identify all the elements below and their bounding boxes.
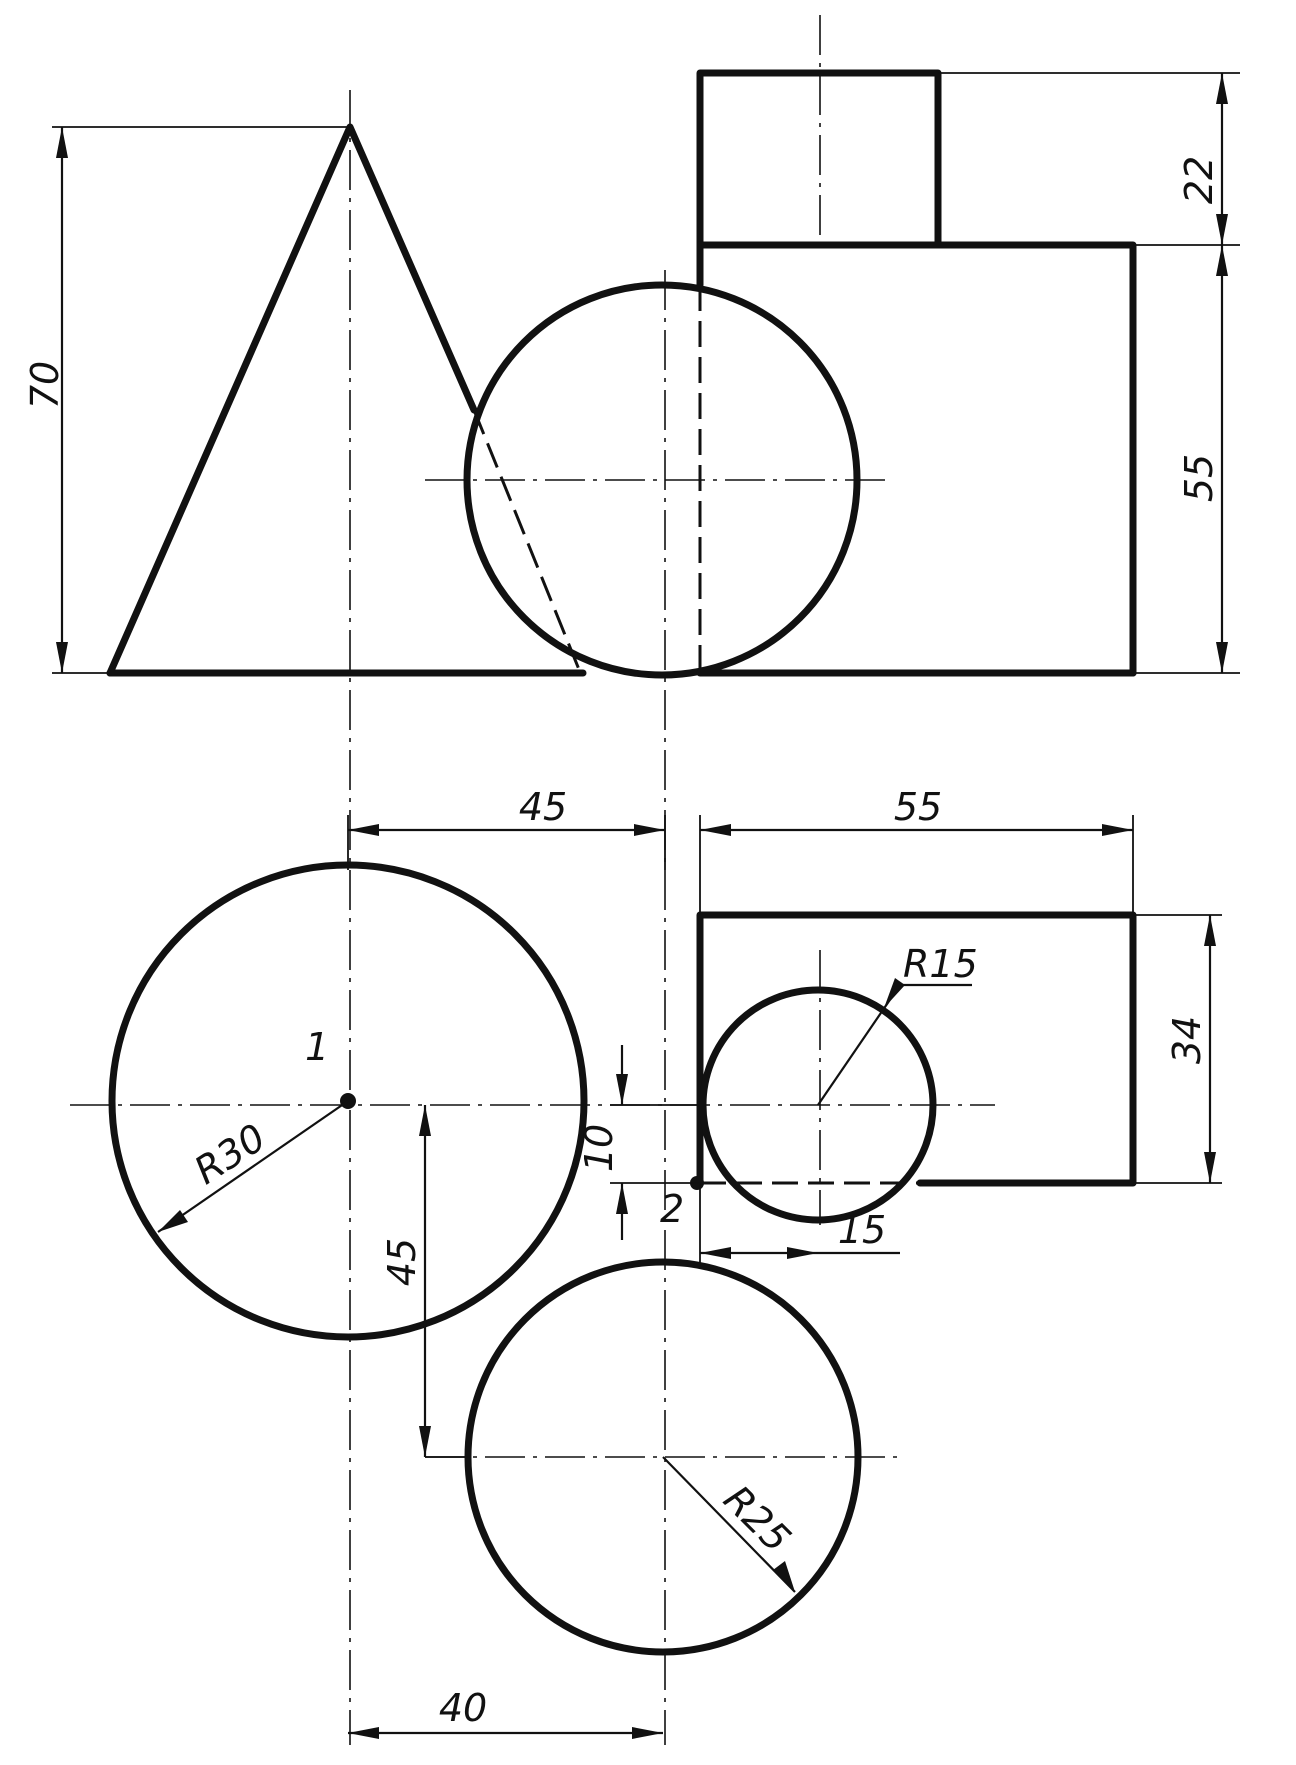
box-lower-block <box>696 241 1137 677</box>
dim-r30-leader <box>157 1100 349 1233</box>
point-1-label: 1 <box>305 1025 329 1069</box>
dim-10-arrow-top <box>616 1074 628 1105</box>
dim-40-arrow-right <box>632 1727 663 1739</box>
plan-view: 1 R30 R15 2 45 55 <box>70 785 1222 1739</box>
dim-70-arrow-top <box>56 127 68 158</box>
dim-55h-arrow-right <box>1102 824 1133 836</box>
cone-hidden-edge <box>472 409 582 673</box>
dim-22-arrow-top <box>1216 73 1228 104</box>
dim-55v-arrow-bottom <box>1216 642 1228 673</box>
dim-10-label: 10 <box>577 1124 621 1172</box>
dim-r25-arrow <box>773 1561 795 1592</box>
point-2-label: 2 <box>660 1187 684 1231</box>
dim-40-arrow-left <box>348 1727 379 1739</box>
dim-45h-arrow-left <box>348 824 379 836</box>
dim-10-arrow-bottom <box>616 1183 628 1214</box>
dim-15-label: 15 <box>838 1208 886 1252</box>
dim-55v-arrow-top <box>1216 245 1228 276</box>
dim-55h-arrow-left <box>700 824 731 836</box>
dim-r15-label: R15 <box>903 942 978 986</box>
dim-55v-label: 55 <box>1177 454 1221 502</box>
dim-15-arrow-left <box>700 1247 731 1259</box>
dim-45h-arrow-right <box>634 824 665 836</box>
dim-34-arrow-top <box>1204 915 1216 946</box>
dim-34-label: 34 <box>1165 1016 1209 1064</box>
dim-r15-arrow <box>884 978 905 1008</box>
box-upper-block <box>696 69 942 249</box>
dim-15-arrow-right <box>787 1247 818 1259</box>
dim-45v-label: 45 <box>380 1238 424 1286</box>
dim-34-arrow-bottom <box>1204 1152 1216 1183</box>
dim-45h-label: 45 <box>519 785 567 829</box>
dim-r30-arrow <box>158 1210 188 1232</box>
cone-outline <box>106 123 478 677</box>
dim-r25-label: R25 <box>715 1477 799 1561</box>
dim-45v-arrow-top <box>419 1105 431 1136</box>
dim-r25-leader <box>662 1456 796 1593</box>
dim-22-arrow-bottom <box>1216 214 1228 245</box>
dim-70-arrow-bottom <box>56 642 68 673</box>
dim-70-label: 70 <box>23 361 67 409</box>
dim-22-label: 22 <box>1177 156 1221 204</box>
dim-55h-label: 55 <box>894 785 942 829</box>
circle-r15 <box>699 986 937 1224</box>
front-view: 70 22 55 <box>23 15 1240 1745</box>
dim-40-label: 40 <box>439 1686 487 1730</box>
sphere-front-circle <box>463 281 861 679</box>
dim-45v-arrow-bottom <box>419 1426 431 1457</box>
